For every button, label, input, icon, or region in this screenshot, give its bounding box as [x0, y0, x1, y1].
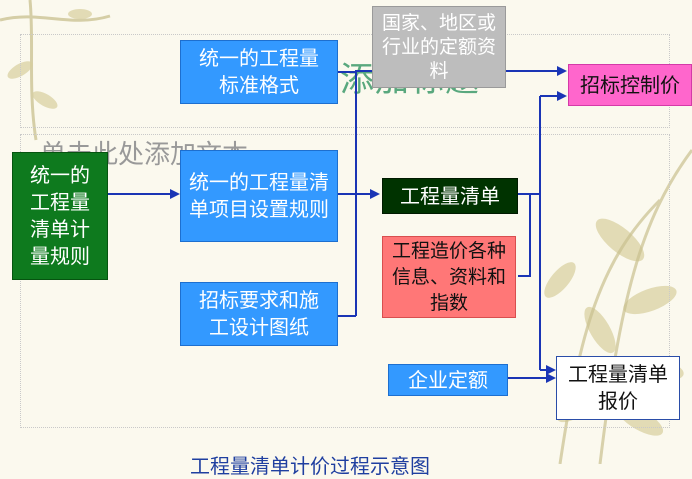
- node-enterprise-quota[interactable]: 企业定额: [388, 364, 508, 396]
- node-tender-control-price[interactable]: 招标控制价: [568, 64, 692, 106]
- node-quota-data[interactable]: 国家、地区或行业的定额资料: [372, 6, 506, 88]
- connector-layer: [108, 66, 567, 383]
- node-measurement-rules[interactable]: 统一的工程量清单计量规则: [12, 152, 108, 280]
- node-bill-of-quantities[interactable]: 工程量清单: [382, 178, 518, 214]
- body-placeholder-frame: [20, 134, 670, 428]
- node-standard-format[interactable]: 统一的工程量标准格式: [180, 40, 338, 104]
- diagram-caption: 工程量清单计价过程示意图: [190, 454, 430, 478]
- node-price-information[interactable]: 工程造价各种信息、资料和指数: [382, 236, 516, 318]
- node-item-setting-rules[interactable]: 统一的工程量清单项目设置规则: [180, 150, 338, 242]
- connector-price-info: [518, 194, 531, 277]
- node-tender-documents[interactable]: 招标要求和施工设计图纸: [180, 282, 338, 346]
- node-bill-quotation[interactable]: 工程量清单报价: [556, 356, 680, 420]
